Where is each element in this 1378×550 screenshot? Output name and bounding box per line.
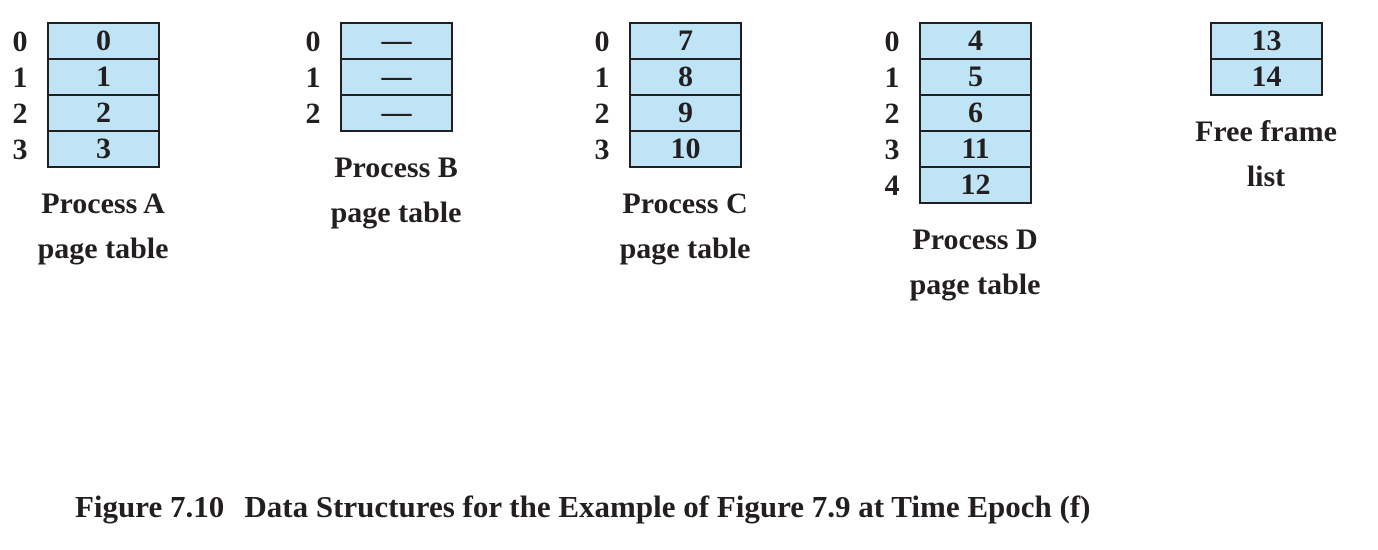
page-number: 3	[12, 133, 28, 166]
page-number: 2	[12, 97, 28, 130]
page-number: 1	[305, 61, 321, 94]
page-number: 2	[305, 97, 321, 130]
page-number: 4	[884, 169, 900, 202]
table-label-line2: page table	[330, 196, 462, 229]
frame-cells: ———	[340, 22, 453, 132]
frame-cell: 12	[921, 168, 1030, 202]
table-label-line2: page table	[619, 232, 751, 265]
page-number: 3	[884, 133, 900, 166]
page-number: 2	[884, 97, 900, 130]
page-number: 1	[884, 61, 900, 94]
frame-cell: 5	[921, 60, 1030, 94]
frame-cell: 0	[49, 24, 158, 58]
frame-cell: 7	[631, 24, 740, 58]
frame-cell: 8	[631, 60, 740, 94]
table-label: Process D page table	[910, 217, 1041, 307]
frame-cell: 14	[1212, 60, 1321, 94]
page-number: 1	[12, 61, 28, 94]
page-number: 2	[594, 97, 610, 130]
table-label-line1: Process A	[41, 187, 165, 220]
frame-cell: 3	[49, 132, 158, 166]
frame-cell: —	[342, 60, 451, 94]
frame-cell: 2	[49, 96, 158, 130]
table-label: Process B page table	[331, 145, 462, 235]
table-label-line2: list	[1246, 160, 1286, 193]
frame-cell: —	[342, 96, 451, 130]
table-label-line1: Process C	[622, 187, 748, 220]
page-number: 0	[594, 25, 610, 58]
page-number: 0	[884, 25, 900, 58]
page-number: 0	[305, 25, 321, 58]
frame-cell: 11	[921, 132, 1030, 166]
table-label: Process C page table	[620, 181, 751, 271]
figure-caption-number: Figure 7.10	[75, 489, 225, 524]
table-label-line2: page table	[37, 232, 169, 265]
table-label-line1: Process D	[912, 223, 1038, 256]
frame-cell: 9	[631, 96, 740, 130]
frame-cell: 1	[49, 60, 158, 94]
page-number: 1	[594, 61, 610, 94]
frame-cell: 6	[921, 96, 1030, 130]
table-label-line2: page table	[909, 268, 1041, 301]
page-number: 0	[12, 25, 28, 58]
frame-cell: 4	[921, 24, 1030, 58]
figure-caption: Figure 7.10 Data Structures for the Examp…	[75, 489, 1091, 525]
frame-cell: 10	[631, 132, 740, 166]
page-number: 3	[594, 133, 610, 166]
table-label-line1: Free frame	[1195, 115, 1337, 148]
frame-cell: —	[342, 24, 451, 58]
figure-caption-text: Data Structures for the Example of Figur…	[244, 489, 1091, 524]
table-label: Process A page table	[38, 181, 169, 271]
frame-cell: 13	[1212, 24, 1321, 58]
table-label-line1: Process B	[334, 151, 458, 184]
table-label: Free frame list	[1195, 109, 1337, 199]
